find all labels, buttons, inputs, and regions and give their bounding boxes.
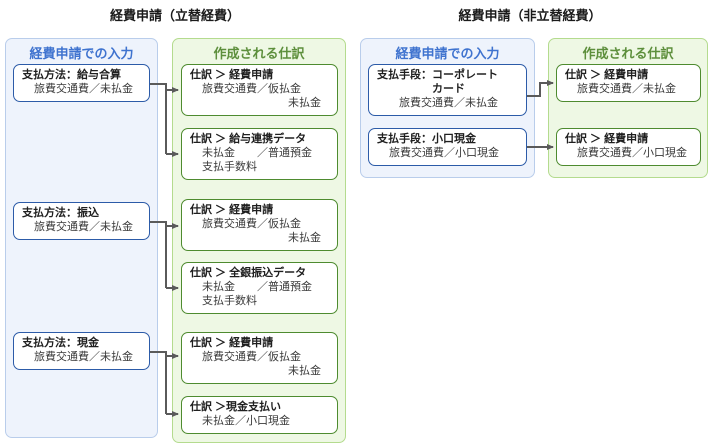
journal-node-title: 仕訳 ＞ 経費申請 — [565, 69, 649, 81]
journal-node-card-expense[interactable]: 仕訳 ＞ 経費申請 旅費交通費／未払金 — [556, 64, 701, 102]
journal-node-line: 旅費交通費／仮払金 — [202, 83, 301, 95]
input-node-line: 旅費交通費／未払金 — [34, 351, 133, 363]
journal-node-line: 未払金 ／普通預金 — [202, 147, 312, 159]
journal-node-title: 仕訳 ＞ 経費申請 — [190, 337, 274, 349]
input-node-line: 旅費交通費／小口現金 — [389, 147, 499, 159]
journal-node-title: 仕訳 ＞ 経費申請 — [190, 69, 274, 81]
input-node-line: 旅費交通費／未払金 — [34, 83, 133, 95]
journal-node-line: 未払金／小口現金 — [202, 415, 290, 427]
journal-node-expense-2[interactable]: 仕訳 ＞ 経費申請 旅費交通費／仮払金 未払金 — [181, 199, 338, 251]
input-node-title-cont: カード — [432, 83, 465, 95]
journal-node-title: 仕訳 ＞ 給与連携データ — [190, 133, 307, 145]
input-node-cash[interactable]: 支払方法：現金 旅費交通費／未払金 — [13, 332, 150, 370]
input-node-title: 支払手段：小口現金 — [377, 133, 476, 145]
input-node-title: 支払方法：現金 — [22, 337, 99, 349]
input-node-title: 支払方法：給与合算 — [22, 69, 121, 81]
diagram-title-reimbursable: 経費申請（立替経費） — [109, 8, 240, 23]
journal-node-cash-payment[interactable]: 仕訳 ＞現金支払い 未払金／小口現金 — [181, 396, 338, 434]
journal-node-title: 仕訳 ＞ 経費申請 — [190, 204, 274, 216]
journal-node-zengin-data[interactable]: 仕訳 ＞ 全銀振込データ 未払金 ／普通預金 支払手数料 — [181, 262, 338, 314]
journal-node-expense-3[interactable]: 仕訳 ＞ 経費申請 旅費交通費／仮払金 未払金 — [181, 332, 338, 384]
journal-node-petty-cash-expense[interactable]: 仕訳 ＞ 経費申請 旅費交通費／小口現金 — [556, 128, 701, 166]
journal-node-line: 未払金 ／普通預金 — [202, 281, 312, 293]
journal-node-line: 未払金 — [288, 365, 321, 377]
journal-node-line: 支払手数料 — [202, 295, 257, 307]
journal-node-title: 仕訳 ＞ 全銀振込データ — [190, 267, 307, 279]
journal-panel-header: 作成される仕訳 — [213, 46, 305, 61]
input-node-corporate-card[interactable]: 支払手段：コーポレート カード 旅費交通費／未払金 — [368, 64, 527, 116]
journal-node-title: 仕訳 ＞ 経費申請 — [565, 133, 649, 145]
input-node-transfer[interactable]: 支払方法：振込 旅費交通費／未払金 — [13, 202, 150, 240]
journal-panel-header: 作成される仕訳 — [582, 46, 674, 61]
input-panel-header: 経費申請での入力 — [395, 46, 500, 61]
input-node-title: 支払手段：コーポレート — [377, 69, 498, 81]
journal-node-line: 旅費交通費／仮払金 — [202, 218, 301, 230]
journal-node-line: 未払金 — [288, 232, 321, 244]
journal-node-line: 旅費交通費／未払金 — [577, 83, 676, 95]
input-panel-header: 経費申請での入力 — [29, 46, 134, 61]
input-node-title: 支払方法：振込 — [22, 207, 99, 219]
journal-node-line: 未払金 — [288, 97, 321, 109]
journal-node-payroll-data[interactable]: 仕訳 ＞ 給与連携データ 未払金 ／普通預金 支払手数料 — [181, 128, 338, 180]
input-node-petty-cash[interactable]: 支払手段：小口現金 旅費交通費／小口現金 — [368, 128, 527, 166]
input-node-payroll[interactable]: 支払方法：給与合算 旅費交通費／未払金 — [13, 64, 150, 102]
journal-node-expense-1[interactable]: 仕訳 ＞ 経費申請 旅費交通費／仮払金 未払金 — [181, 64, 338, 116]
journal-node-line: 旅費交通費／仮払金 — [202, 351, 301, 363]
journal-node-title: 仕訳 ＞現金支払い — [190, 401, 282, 413]
input-node-line: 旅費交通費／未払金 — [399, 97, 498, 109]
journal-node-line: 旅費交通費／小口現金 — [577, 147, 687, 159]
diagram-title-non-reimbursable: 経費申請（非立替経費） — [458, 8, 602, 23]
journal-node-line: 支払手数料 — [202, 161, 257, 173]
input-node-line: 旅費交通費／未払金 — [34, 221, 133, 233]
